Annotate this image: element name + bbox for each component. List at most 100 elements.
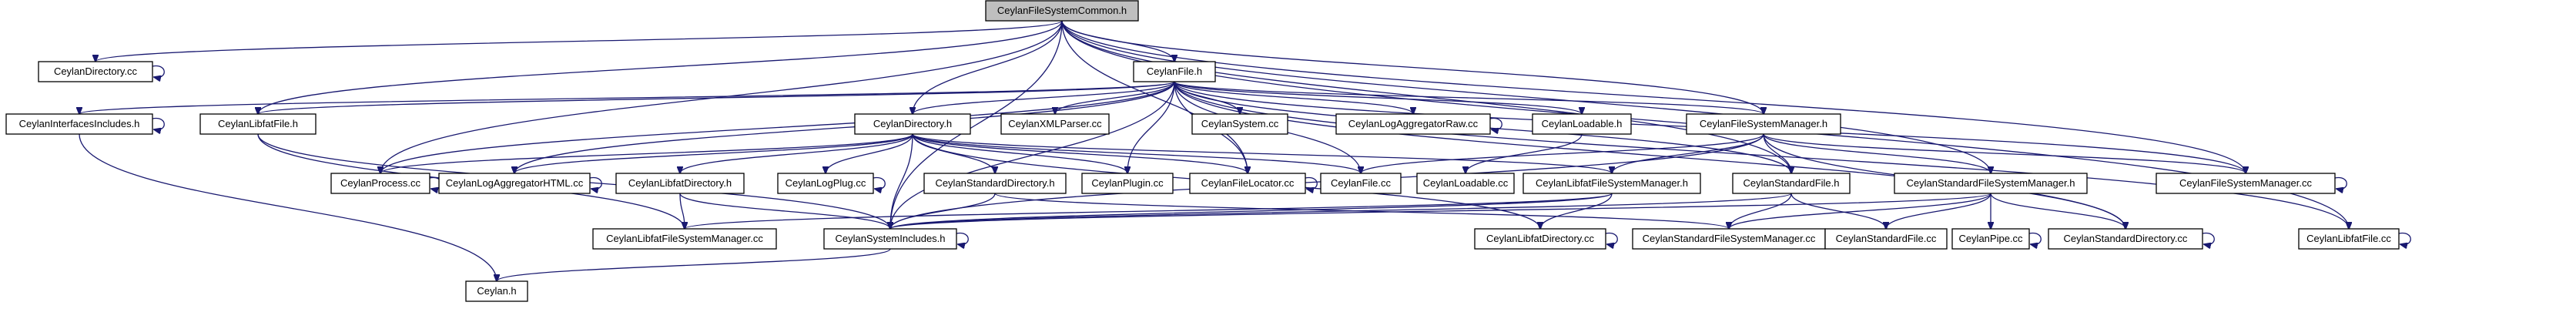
edge-dir_h-to-plugin_cc — [912, 133, 1127, 173]
edge-common_h-to-sysinc_h — [890, 20, 1063, 229]
node-box — [592, 228, 777, 250]
node-label: CeylanLibfatFileSystemManager.cc — [606, 233, 763, 244]
node-iface-h[interactable]: CeylanInterfacesIncludes.h — [5, 113, 153, 135]
node-libfatfsm-cc[interactable]: CeylanLibfatFileSystemManager.cc — [592, 228, 777, 250]
edge-dir_h-to-sysinc_h — [890, 133, 913, 229]
node-label: CeylanStandardDirectory.h — [935, 177, 1054, 189]
self-loop-filelocator_cc — [1305, 176, 1318, 190]
node-process-cc[interactable]: CeylanProcess.cc — [330, 173, 430, 194]
node-filelocator-cc[interactable]: CeylanFileLocator.cc — [1189, 173, 1306, 194]
node-libfatfile-h[interactable]: CeylanLibfatFile.h — [199, 113, 317, 135]
edge-stdfsm_h-to-sysinc_h — [890, 193, 1991, 229]
node-file-cc[interactable]: CeylanFile.cc — [1320, 173, 1402, 194]
edge-common_h-to-dir_h — [913, 20, 1063, 114]
node-ceylan-h[interactable]: Ceylan.h — [465, 280, 528, 302]
edge-libfatfsm_h-to-libfatfsm_cc — [685, 193, 1613, 229]
node-box — [1522, 173, 1701, 194]
node-xml-cc[interactable]: CeylanXMLParser.cc — [1000, 113, 1110, 135]
node-stdfsm-h[interactable]: CeylanStandardFileSystemManager.h — [1894, 173, 2088, 194]
node-label: CeylanProcess.cc — [340, 177, 421, 189]
node-stdfile-cc[interactable]: CeylanStandardFile.cc — [1824, 228, 1948, 250]
node-stddir-cc[interactable]: CeylanStandardDirectory.cc — [2048, 228, 2203, 250]
node-label: CeylanLoadable.cc — [1423, 177, 1509, 189]
node-box — [923, 173, 1067, 194]
node-stddir-h[interactable]: CeylanStandardDirectory.h — [923, 173, 1067, 194]
node-stdfsm-cc[interactable]: CeylanStandardFileSystemManager.cc — [1632, 228, 1826, 250]
node-label: CeylanFileLocator.cc — [1201, 177, 1295, 189]
self-loop-logplug_cc — [873, 176, 886, 190]
node-file-h[interactable]: CeylanFile.h — [1133, 61, 1216, 82]
node-plugin-cc[interactable]: CeylanPlugin.cc — [1081, 173, 1174, 194]
node-box — [1000, 113, 1110, 135]
node-box — [1416, 173, 1515, 194]
node-libfatdir-h[interactable]: CeylanLibfatDirectory.h — [615, 173, 745, 194]
node-logplug-cc[interactable]: CeylanLogPlug.cc — [777, 173, 874, 194]
node-label: CeylanLibfatFileSystemManager.h — [1536, 177, 1688, 189]
node-label: CeylanStandardFileSystemManager.h — [1907, 177, 2075, 189]
node-label: CeylanDirectory.h — [873, 118, 952, 129]
edge-file_h-to-libfatfile_h — [258, 81, 1175, 114]
edge-dir_h-to-loghtml_cc — [514, 133, 913, 173]
node-box — [823, 228, 957, 250]
node-libfatfile-cc[interactable]: CeylanLibfatFile.cc — [2298, 228, 2400, 250]
edge-dir_h-to-process_cc — [380, 133, 913, 173]
node-stdfile-h[interactable]: CeylanStandardFile.h — [1732, 173, 1851, 194]
edge-dir_h-to-libfatfsm_h — [912, 133, 1612, 173]
node-box — [1686, 113, 1841, 135]
self-loop-libfatdir_cc — [1605, 232, 1618, 245]
edge-stdfsm_h-to-stdfsm_cc — [1729, 193, 1991, 229]
edge-stdfile_h-to-sysinc_h — [890, 193, 1792, 229]
self-loop-lograw_cc — [1489, 117, 1502, 130]
node-label: CeylanStandardFileSystemManager.cc — [1643, 233, 1816, 244]
edge-stdfsm_h-to-stdfile_cc — [1886, 193, 1991, 229]
node-loghtml-cc[interactable]: CeylanLogAggregatorHTML.cc — [438, 173, 591, 194]
node-label: CeylanLibfatDirectory.h — [628, 177, 732, 189]
node-box — [5, 113, 153, 135]
node-dir-h[interactable]: CeylanDirectory.h — [854, 113, 971, 135]
node-label: CeylanFile.cc — [1331, 177, 1392, 189]
node-dir-cc[interactable]: CeylanDirectory.cc — [38, 61, 153, 82]
node-box — [330, 173, 430, 194]
node-box — [1189, 173, 1306, 194]
edge-stddir_h-to-sysinc_h — [890, 193, 996, 229]
node-box — [465, 280, 528, 302]
node-label: CeylanLogAggregatorRaw.cc — [1348, 118, 1479, 129]
node-box — [1474, 228, 1606, 250]
self-loop-libfatfile_cc — [2398, 232, 2411, 245]
node-label: CeylanFileSystemManager.h — [1700, 118, 1827, 129]
node-fsm-cc[interactable]: CeylanFileSystemManager.cc — [2156, 173, 2336, 194]
node-common-h[interactable]: CeylanFileSystemCommon.h — [985, 0, 1139, 22]
node-label: CeylanInterfacesIncludes.h — [19, 118, 140, 129]
node-box — [2156, 173, 2336, 194]
node-libfatdir-cc[interactable]: CeylanLibfatDirectory.cc — [1474, 228, 1606, 250]
node-label: CeylanFileSystemManager.cc — [2179, 177, 2312, 189]
node-box — [1632, 228, 1826, 250]
node-box — [985, 0, 1139, 22]
node-box — [615, 173, 745, 194]
node-label: CeylanSystem.cc — [1201, 118, 1279, 129]
node-fsm-h[interactable]: CeylanFileSystemManager.h — [1686, 113, 1841, 135]
edge-libfatdir_h-to-sysinc_h — [679, 193, 890, 229]
node-sysinc-h[interactable]: CeylanSystemIncludes.h — [823, 228, 957, 250]
self-loop-loghtml_cc — [589, 176, 602, 190]
edge-sysinc_h-to-ceylan_h — [497, 248, 891, 281]
edge-file_h-to-loghtml_cc — [514, 81, 1175, 173]
node-label: CeylanXMLParser.cc — [1008, 118, 1102, 129]
node-label: CeylanStandardFile.h — [1743, 177, 1839, 189]
self-loop-fsm_cc — [2334, 176, 2347, 190]
node-label: CeylanSystemIncludes.h — [835, 233, 945, 244]
node-system-cc[interactable]: CeylanSystem.cc — [1191, 113, 1288, 135]
node-lograw-cc[interactable]: CeylanLogAggregatorRaw.cc — [1335, 113, 1491, 135]
node-label: CeylanPipe.cc — [1958, 233, 2023, 244]
edge-stdfile_h-to-stdfile_cc — [1790, 193, 1886, 229]
node-loadable-cc[interactable]: CeylanLoadable.cc — [1416, 173, 1515, 194]
edge-fsm_h-to-fsm_cc — [1763, 133, 2246, 173]
node-box — [1532, 113, 1632, 135]
node-loadable-h[interactable]: CeylanLoadable.h — [1532, 113, 1632, 135]
node-libfatfsm-h[interactable]: CeylanLibfatFileSystemManager.h — [1522, 173, 1701, 194]
self-loop-pipe_cc — [2028, 232, 2042, 245]
node-pipe-cc[interactable]: CeylanPipe.cc — [1951, 228, 2030, 250]
edge-fsm_h-to-stdfsm_h — [1763, 133, 1991, 173]
node-label: CeylanDirectory.cc — [54, 65, 138, 77]
